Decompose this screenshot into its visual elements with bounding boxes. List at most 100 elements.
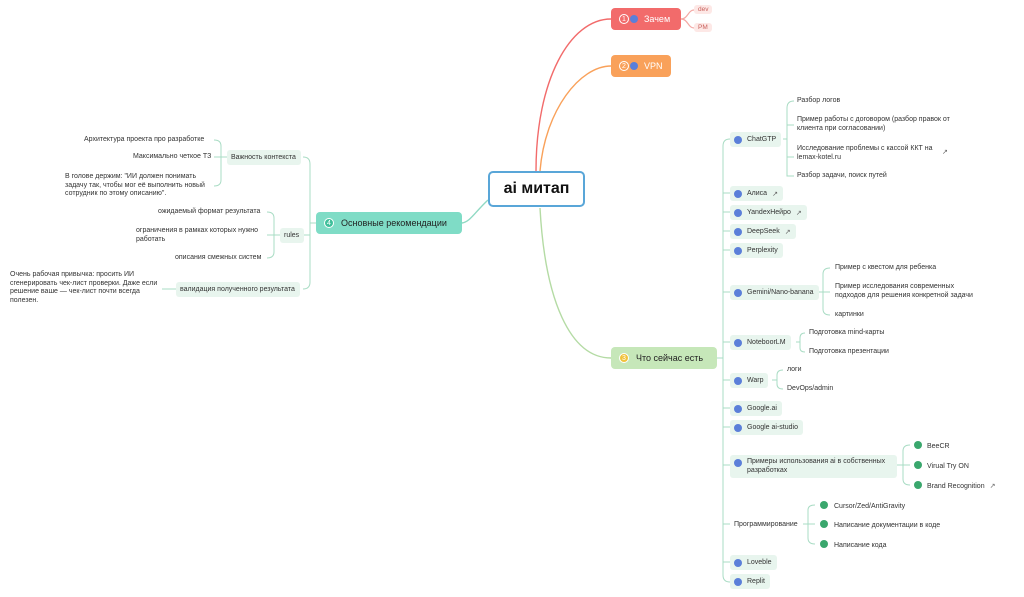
rules-item[interactable]: описания смежных систем	[175, 254, 262, 261]
branch-recommendations[interactable]: 4 Основные рекомендации	[316, 212, 462, 234]
node-label: Google.ai	[747, 405, 777, 412]
example-item[interactable]: Brand Recognition ↗	[914, 481, 995, 492]
node-label: Google ai-studio	[747, 424, 798, 431]
chatgpt-item[interactable]: Разбор задачи, поиск путей	[797, 172, 887, 179]
rules-item[interactable]: ожидаемый формат результата	[158, 208, 261, 215]
warp-item[interactable]: логи	[787, 366, 802, 373]
node-label: Replit	[747, 578, 765, 585]
gemini-item[interactable]: Пример с квестом для ребенка	[835, 264, 937, 271]
item-text: Написание кода	[834, 542, 887, 549]
gemini-item[interactable]: Пример исследования современных подходов…	[835, 283, 973, 299]
node-label: Важность контекста	[231, 154, 296, 161]
node-chatgpt[interactable]: ChatGTP	[730, 132, 782, 147]
node-label: Примеры использования ai в собственных р…	[747, 458, 886, 474]
warp-item[interactable]: DevOps/admin	[787, 385, 834, 392]
branch-vpn-label: VPN	[644, 61, 663, 71]
node-yandex[interactable]: YandexНейро ↗	[730, 205, 807, 220]
node-label: Perplexity	[747, 247, 778, 254]
node-label: Алиса	[747, 190, 768, 197]
user-avatar-icon	[734, 227, 742, 236]
node-googleai[interactable]: Google.ai	[730, 401, 782, 416]
rules-item[interactable]: ограничения в рамках которых нужно работ…	[136, 227, 259, 243]
external-link-icon[interactable]: ↗	[784, 228, 791, 236]
context-item[interactable]: В голове держим: "ИИ должен понимать зад…	[65, 173, 205, 197]
branch-now[interactable]: 3 Что сейчас есть	[611, 347, 717, 369]
item-text: Brand Recognition	[927, 483, 985, 490]
chatgpt-item[interactable]: Пример работы с договором (разбор правок…	[797, 116, 950, 132]
node-warp[interactable]: Warp	[730, 373, 769, 388]
context-item[interactable]: Архитектура проекта про разработке	[84, 136, 205, 143]
programming-item[interactable]: Написание кода	[820, 540, 887, 551]
item-text: BeeCR	[927, 443, 950, 450]
programming-item[interactable]: Cursor/Zed/AntiGravity	[820, 501, 905, 512]
node-notebooklm[interactable]: NoteboorLM	[730, 335, 791, 350]
node-alisa[interactable]: Алиса ↗	[730, 186, 783, 201]
node-own-examples[interactable]: Примеры использования ai в собственных р…	[730, 455, 897, 478]
example-item[interactable]: Virual Try ON	[914, 461, 969, 472]
notebook-item[interactable]: Подготовка mind-карты	[809, 329, 885, 336]
why-child-pm[interactable]: PM	[694, 23, 712, 32]
external-link-icon[interactable]: ↗	[989, 483, 996, 490]
user-avatar-icon	[820, 540, 828, 548]
node-gemini[interactable]: Gemini/Nano-banana	[730, 285, 819, 300]
number-badge: 3	[619, 353, 629, 363]
branch-recommendations-label: Основные рекомендации	[341, 218, 447, 228]
gemini-item[interactable]: картинки	[835, 311, 864, 318]
node-label: rules	[284, 232, 300, 239]
item-text: Virual Try ON	[927, 463, 969, 470]
example-item[interactable]: BeeCR	[914, 441, 950, 452]
user-avatar-icon	[820, 501, 828, 509]
node-label: NoteboorLM	[747, 339, 786, 346]
user-avatar-icon	[734, 288, 742, 297]
context-item[interactable]: Максимально четкое ТЗ	[133, 153, 212, 160]
root-topic[interactable]: ai митап	[488, 171, 585, 207]
branch-why-label: Зачем	[644, 14, 671, 24]
user-avatar-icon	[734, 208, 742, 217]
rules-node[interactable]: rules	[280, 228, 305, 243]
node-loveble[interactable]: Loveble	[730, 555, 777, 570]
validation-note[interactable]: Очень рабочая привычка: просить ИИ сгене…	[10, 271, 158, 304]
user-avatar-icon	[734, 577, 742, 586]
branch-now-label: Что сейчас есть	[636, 353, 704, 363]
user-avatar-icon	[734, 404, 742, 413]
chatgpt-item[interactable]: Разбор логов	[797, 97, 841, 104]
user-avatar-icon	[914, 441, 922, 449]
node-label: Warp	[747, 377, 764, 384]
user-avatar-icon	[820, 520, 828, 528]
user-avatar-icon	[914, 481, 922, 489]
node-deepseek[interactable]: DeepSeek↗	[730, 224, 796, 239]
context-importance-node[interactable]: Важность контекста	[227, 150, 301, 165]
number-badge: 4	[324, 218, 334, 228]
node-ai-studio[interactable]: Google ai-studio	[730, 420, 803, 435]
item-text: Написание документации в коде	[834, 522, 941, 529]
branch-vpn[interactable]: 2 VPN	[611, 55, 671, 77]
notebook-item[interactable]: Подготовка презентации	[809, 348, 889, 355]
node-perplexity[interactable]: Perplexity	[730, 243, 783, 258]
number-badge: 1	[619, 14, 629, 24]
root-title: ai митап	[503, 180, 570, 197]
user-avatar-icon	[734, 558, 742, 567]
user-avatar-icon	[914, 461, 922, 469]
node-label: Gemini/Nano-banana	[747, 289, 814, 296]
node-label: YandexНейро	[747, 209, 791, 216]
node-label: Программирование	[734, 521, 798, 528]
user-avatar-icon	[630, 15, 638, 23]
user-avatar-icon	[734, 376, 742, 385]
user-avatar-icon	[734, 135, 742, 144]
branch-why[interactable]: 1 Зачем	[611, 8, 681, 30]
user-avatar-icon	[734, 189, 742, 198]
why-child-dev[interactable]: dev	[694, 5, 713, 14]
node-programming[interactable]: Программирование	[730, 517, 803, 532]
node-label: ChatGTP	[747, 136, 777, 143]
validation-node[interactable]: валидация полученного результата	[176, 282, 300, 297]
item-text: Исследование проблемы с кассой ККТ на le…	[797, 145, 933, 161]
programming-item[interactable]: Написание документации в коде	[820, 520, 940, 531]
external-link-icon[interactable]: ↗	[942, 149, 948, 156]
user-avatar-icon	[734, 338, 742, 347]
external-link-icon[interactable]: ↗	[795, 209, 802, 217]
node-replit[interactable]: Replit	[730, 574, 770, 589]
external-link-icon[interactable]: ↗	[772, 190, 778, 198]
chatgpt-item[interactable]: Исследование проблемы с кассой ККТ на le…	[797, 145, 947, 162]
